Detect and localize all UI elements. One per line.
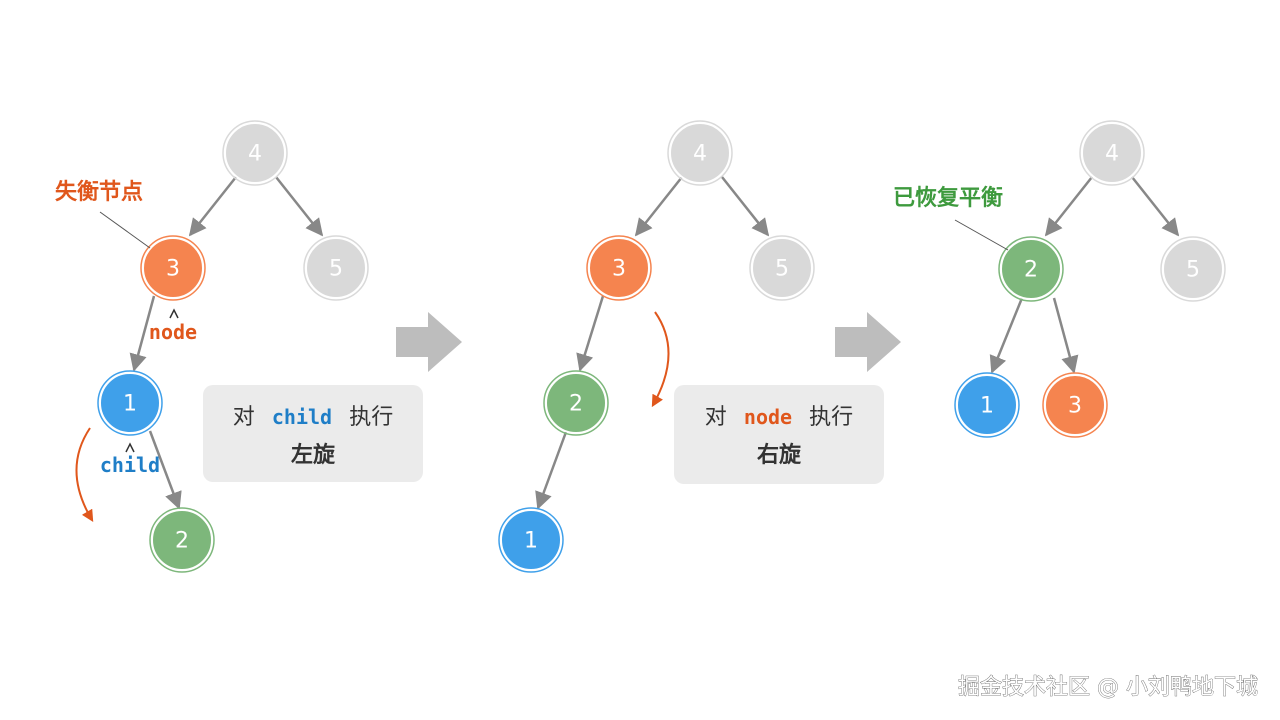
- instruction-prefix: 对: [233, 405, 255, 430]
- tree-node: 1: [97, 370, 163, 436]
- edge-1-2: [148, 430, 182, 510]
- instruction-line-1: 对 child 执行: [233, 405, 393, 430]
- instruction-prefix: 对: [705, 405, 727, 430]
- tree-node: 1: [498, 507, 564, 573]
- node-value: 1: [980, 394, 994, 419]
- edge-4-2: [1044, 176, 1093, 237]
- rotate-right-curve-icon: [651, 311, 670, 408]
- edge-2-3: [1052, 297, 1079, 374]
- node-value: 1: [123, 392, 137, 417]
- panel-1: 4 3 5 1 2 失衡节点 node child: [55, 120, 423, 573]
- node-value: 2: [569, 392, 583, 417]
- tree-node: 5: [1160, 236, 1226, 302]
- node-value: 5: [329, 257, 343, 282]
- node-value: 3: [166, 257, 180, 282]
- node-pointer-arrow-icon: [169, 308, 179, 319]
- instruction-box: [203, 385, 423, 482]
- node-value: 3: [1068, 394, 1082, 419]
- tree-node: 3: [1042, 372, 1108, 438]
- edge-4-3: [188, 176, 237, 237]
- tree-node: 4: [222, 120, 288, 186]
- edge-4-5: [721, 176, 770, 237]
- instruction-line-1: 对 node 执行: [705, 405, 853, 430]
- tree-node: 4: [1079, 120, 1145, 186]
- tree-node: 1: [954, 372, 1020, 438]
- node-value: 4: [693, 142, 707, 167]
- panel-2: 4 3 5 2 1 对 node 执行 右: [498, 120, 884, 573]
- tree-node: 2: [543, 370, 609, 436]
- node-value: 2: [1024, 258, 1038, 283]
- edge-2-1: [989, 297, 1024, 374]
- watermark-text: 掘金技术社区 @ 小刘鸭地下城: [958, 675, 1258, 700]
- tree-node: 5: [303, 235, 369, 301]
- node-value: 3: [612, 257, 626, 282]
- node-value: 2: [175, 529, 189, 554]
- node-value: 1: [524, 529, 538, 554]
- rotate-left-curve-icon: [75, 427, 94, 523]
- node-pointer-label: node: [149, 320, 197, 344]
- tree-node: 4: [667, 120, 733, 186]
- tree-node: 2: [998, 236, 1064, 302]
- edge-4-5: [1131, 176, 1180, 237]
- child-pointer-label: child: [100, 453, 160, 477]
- tree-node: 3: [140, 235, 206, 301]
- unbalanced-leader-line: [99, 211, 151, 249]
- edge-2-1: [535, 431, 568, 510]
- transition-arrow-icon: [835, 312, 901, 372]
- tree-node: 2: [149, 507, 215, 573]
- edge-3-2: [576, 295, 605, 372]
- node-value: 5: [1186, 258, 1200, 283]
- edge-3-1: [129, 295, 156, 372]
- node-value: 5: [775, 257, 789, 282]
- edge-4-3: [634, 176, 683, 237]
- instruction-keyword: child: [272, 405, 332, 429]
- panel-3: 4 2 5 1 3 已恢复平衡: [893, 120, 1226, 438]
- tree-node: 5: [749, 235, 815, 301]
- instruction-suffix: 执行: [809, 405, 853, 430]
- unbalanced-label: 失衡节点: [55, 179, 143, 205]
- transition-arrow-icon: [396, 312, 462, 372]
- child-pointer-arrow-icon: [125, 442, 135, 453]
- instruction-box: [674, 385, 884, 484]
- instruction-action: 左旋: [291, 442, 336, 468]
- tree-node: 3: [586, 235, 652, 301]
- instruction-keyword: node: [744, 405, 792, 429]
- node-value: 4: [248, 142, 262, 167]
- instruction-suffix: 执行: [349, 405, 393, 430]
- node-value: 4: [1105, 142, 1119, 167]
- balanced-label: 已恢复平衡: [893, 185, 1003, 211]
- balanced-leader-line: [954, 219, 1009, 251]
- instruction-action: 右旋: [757, 442, 802, 468]
- edge-4-5: [275, 176, 324, 237]
